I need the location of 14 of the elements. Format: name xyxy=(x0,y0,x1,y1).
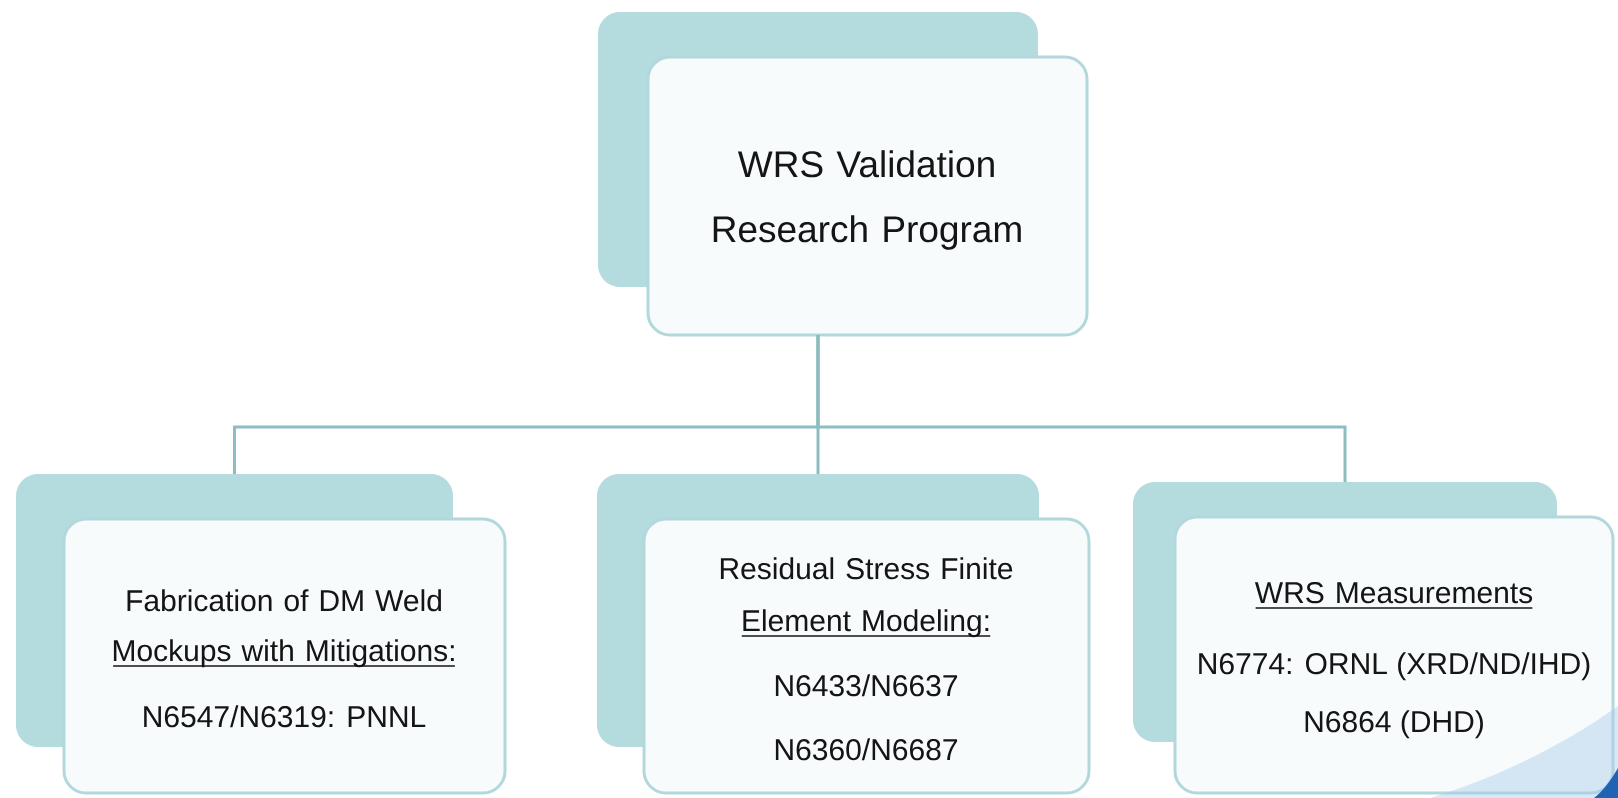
heading-text: WRS Measurements xyxy=(1254,582,1534,609)
project-text: N6433/N6637 xyxy=(775,674,958,697)
heading-text: Fabrication of DM Weld Mockups with Mitigations: xyxy=(112,589,456,668)
stacked-card xyxy=(1133,482,1615,795)
heading-text: Residual Stress Finite Element Modeling: xyxy=(720,557,1013,638)
stacked-card xyxy=(597,474,1091,795)
project-text: N6864 (DHD) xyxy=(1305,710,1483,739)
project-text: N6360/N6687 xyxy=(775,738,958,761)
stacked-card xyxy=(598,12,1089,337)
connector-line xyxy=(816,335,1347,482)
stacked-card xyxy=(16,474,507,795)
project-text: N6774: ORNL (XRD/ND/IHD) xyxy=(1199,652,1590,681)
project-text: N6547/N6319: PNNL xyxy=(144,705,426,728)
heading-text: WRS Validation Research Program xyxy=(713,150,1021,250)
